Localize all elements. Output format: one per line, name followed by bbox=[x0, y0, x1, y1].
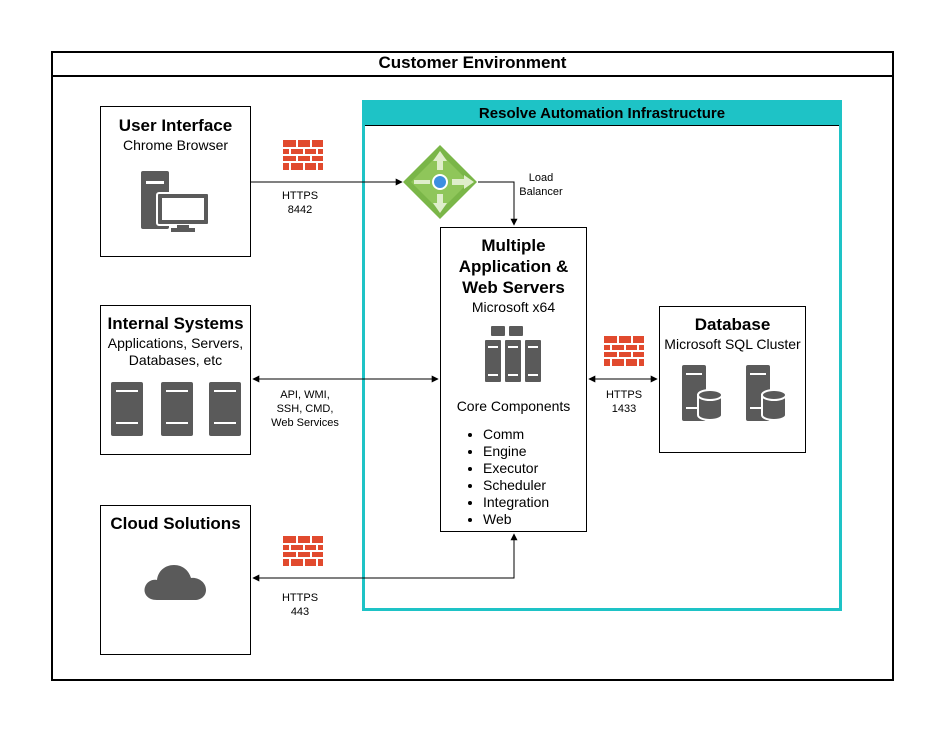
edge-label-ui-protocol: HTTPS bbox=[281, 190, 319, 202]
database-subtitle: Microsoft SQL Cluster bbox=[664, 336, 801, 352]
app-servers-title-line3: Web Servers bbox=[462, 278, 565, 297]
edge-label-internal-line1: API, WMI, bbox=[280, 389, 330, 401]
server-cluster-icon bbox=[485, 326, 541, 382]
edge-label-db-protocol: HTTPS bbox=[605, 389, 643, 401]
core-component-item: Comm bbox=[483, 426, 549, 443]
edge-cloud-appservers bbox=[252, 533, 518, 582]
cloud-icon bbox=[144, 565, 206, 600]
internal-systems-node: Internal Systems Applications, Servers, … bbox=[100, 305, 251, 455]
edge-label-cloud-port: 443 bbox=[290, 606, 310, 618]
database-title: Database bbox=[694, 315, 771, 334]
infrastructure-title: Resolve Automation Infrastructure bbox=[478, 105, 726, 122]
customer-environment-title-bar bbox=[51, 51, 894, 77]
cloud-solutions-title: Cloud Solutions bbox=[110, 514, 241, 533]
core-component-item: Executor bbox=[483, 460, 549, 477]
edge-loadbalancer-to-appservers bbox=[478, 181, 518, 226]
server-icon bbox=[111, 382, 241, 436]
load-balancer-label-line1: Load bbox=[528, 172, 554, 184]
load-balancer-icon bbox=[403, 145, 477, 219]
edge-label-internal-line3: Web Services bbox=[271, 417, 339, 429]
core-component-item: Web bbox=[483, 511, 549, 528]
database-node: Database Microsoft SQL Cluster bbox=[659, 306, 806, 453]
load-balancer-label-line2: Balancer bbox=[519, 186, 563, 198]
internal-systems-title: Internal Systems bbox=[107, 314, 244, 333]
internal-systems-subtitle-line2: Databases, etc bbox=[128, 352, 223, 368]
app-servers-subtitle: Microsoft x64 bbox=[471, 299, 556, 315]
core-components-list: Comm Engine Executor Scheduler Integrati… bbox=[469, 426, 549, 528]
user-interface-subtitle: Chrome Browser bbox=[122, 137, 229, 153]
infrastructure-title-bar bbox=[362, 100, 842, 126]
firewall-icon bbox=[603, 335, 645, 367]
database-server-icon bbox=[682, 365, 787, 421]
edge-label-internal-line2: SSH, CMD, bbox=[276, 403, 334, 415]
user-interface-title: User Interface bbox=[118, 116, 233, 135]
cloud-solutions-node: Cloud Solutions bbox=[100, 505, 251, 655]
app-servers-title-line2: Application & bbox=[458, 257, 569, 276]
core-component-item: Engine bbox=[483, 443, 549, 460]
edge-label-ui-port: 8442 bbox=[287, 204, 313, 216]
app-servers-title-line1: Multiple bbox=[481, 236, 546, 255]
app-web-servers-node: Multiple Application & Web Servers Micro… bbox=[440, 227, 587, 532]
internal-systems-subtitle-line1: Applications, Servers, bbox=[107, 335, 244, 351]
user-interface-node: User Interface Chrome Browser bbox=[100, 106, 251, 257]
edge-label-cloud-protocol: HTTPS bbox=[281, 592, 319, 604]
firewall-icon bbox=[282, 139, 324, 171]
resolve-infrastructure-container bbox=[362, 100, 842, 611]
firewall-icon bbox=[282, 535, 324, 567]
desktop-computer-icon bbox=[141, 171, 210, 232]
core-component-item: Integration bbox=[483, 494, 549, 511]
customer-environment-title: Customer Environment bbox=[378, 53, 567, 72]
core-components-label: Core Components bbox=[456, 398, 571, 414]
core-component-item: Scheduler bbox=[483, 477, 549, 494]
edge-label-db-port: 1433 bbox=[611, 403, 637, 415]
